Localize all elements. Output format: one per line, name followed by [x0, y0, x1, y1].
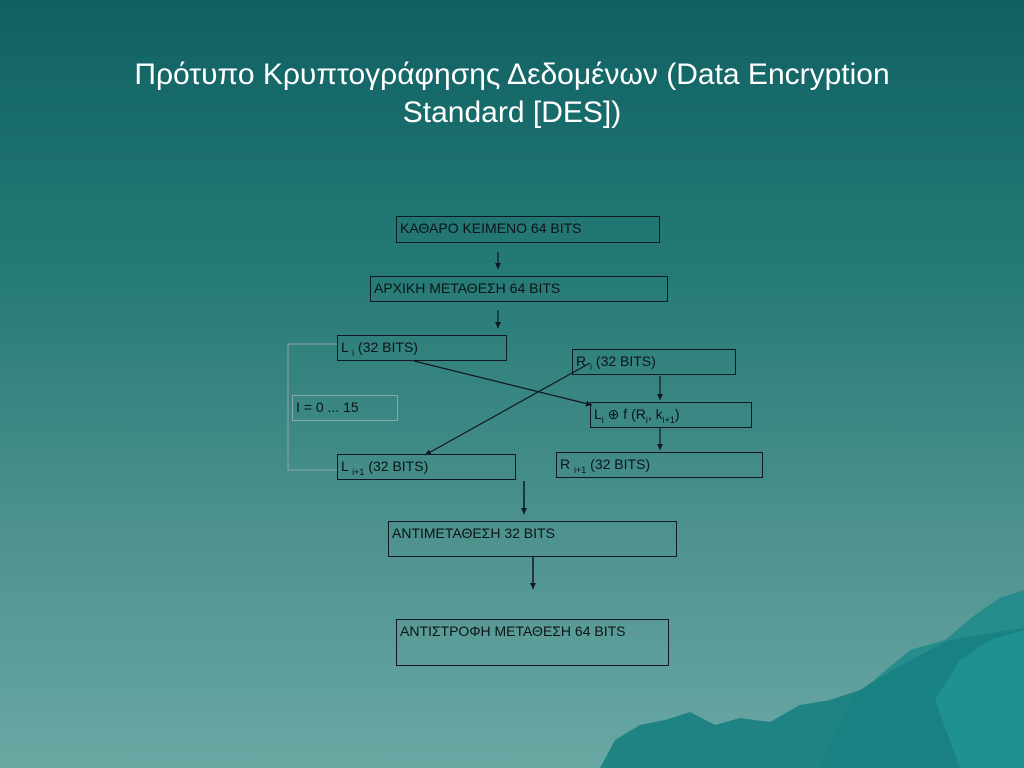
feistel-end: ): [674, 406, 680, 422]
right-half-prefix: R: [576, 353, 587, 369]
loop-label-box: I = 0 ... 15: [292, 395, 398, 421]
loop-label: I = 0 ... 15: [296, 399, 359, 415]
right-next-sub: i+1: [574, 464, 587, 475]
left-next-prefix: L: [341, 458, 349, 474]
swap-box: ΑΝΤΙΜΕΤΑΘΕΣΗ 32 BITS: [388, 521, 677, 557]
plaintext-label: ΚΑΘΑΡΟ ΚΕΙΜΕΝΟ 64 BITS: [400, 220, 582, 236]
left-half-box: L i (32 BITS): [337, 335, 507, 361]
feistel-mid: , k: [647, 406, 663, 422]
left-next-box: L i+1 (32 BITS): [337, 454, 516, 480]
right-half-sub: i: [590, 361, 593, 372]
loop-bracket: [287, 343, 338, 471]
mountain-front: [600, 628, 1024, 768]
plaintext-box: ΚΑΘΑΡΟ ΚΕΙΜΕΝΟ 64 BITS: [396, 216, 660, 243]
left-next-suffix: (32 BITS): [364, 458, 429, 474]
left-half-sub: i: [352, 347, 355, 358]
slide-title: Πρότυπο Κρυπτογράφησης Δεδομένων (Data E…: [0, 56, 1024, 132]
left-half-prefix: L: [341, 339, 349, 355]
feistel-k-sub: i+1: [662, 414, 675, 425]
initial-permutation-label: ΑΡΧΙΚΗ ΜΕΤΑΘΕΣΗ 64 BITS: [374, 280, 561, 296]
arrow-right-to-left-next: [424, 362, 591, 456]
right-next-box: R i+1 (32 BITS): [556, 452, 763, 478]
right-half-suffix: (32 BITS): [592, 353, 656, 369]
initial-permutation-box: ΑΡΧΙΚΗ ΜΕΤΑΘΕΣΗ 64 BITS: [370, 276, 668, 302]
right-next-prefix: R: [560, 456, 571, 472]
right-next-suffix: (32 BITS): [586, 456, 651, 472]
swap-label: ΑΝΤΙΜΕΤΑΘΕΣΗ 32 BITS: [392, 525, 555, 541]
feistel-function-box: Li ⊕ f (Ri, ki+1): [590, 402, 752, 428]
left-next-sub: i+1: [352, 466, 365, 477]
slide-title-line-2: Standard [DES]): [402, 96, 622, 129]
feistel-op: ⊕ f (R: [603, 406, 646, 422]
slide-title-line-1: Πρότυπο Κρυπτογράφησης Δεδομένων (Data E…: [134, 58, 890, 91]
feistel-l-sub: i: [601, 414, 604, 425]
left-half-suffix: (32 BITS): [354, 339, 418, 355]
right-half-box: R i (32 BITS): [572, 349, 736, 375]
inverse-permutation-box: ΑΝΤΙΣΤΡΟΦΗ ΜΕΤΑΘΕΣΗ 64 BITS: [396, 619, 669, 666]
feistel-r-sub: i: [645, 414, 648, 425]
inverse-permutation-label: ΑΝΤΙΣΤΡΟΦΗ ΜΕΤΑΘΕΣΗ 64 BITS: [400, 623, 626, 639]
feistel-l: L: [594, 406, 602, 422]
arrow-left-to-feistel: [413, 360, 593, 407]
mountain-highlight: [935, 630, 1024, 768]
